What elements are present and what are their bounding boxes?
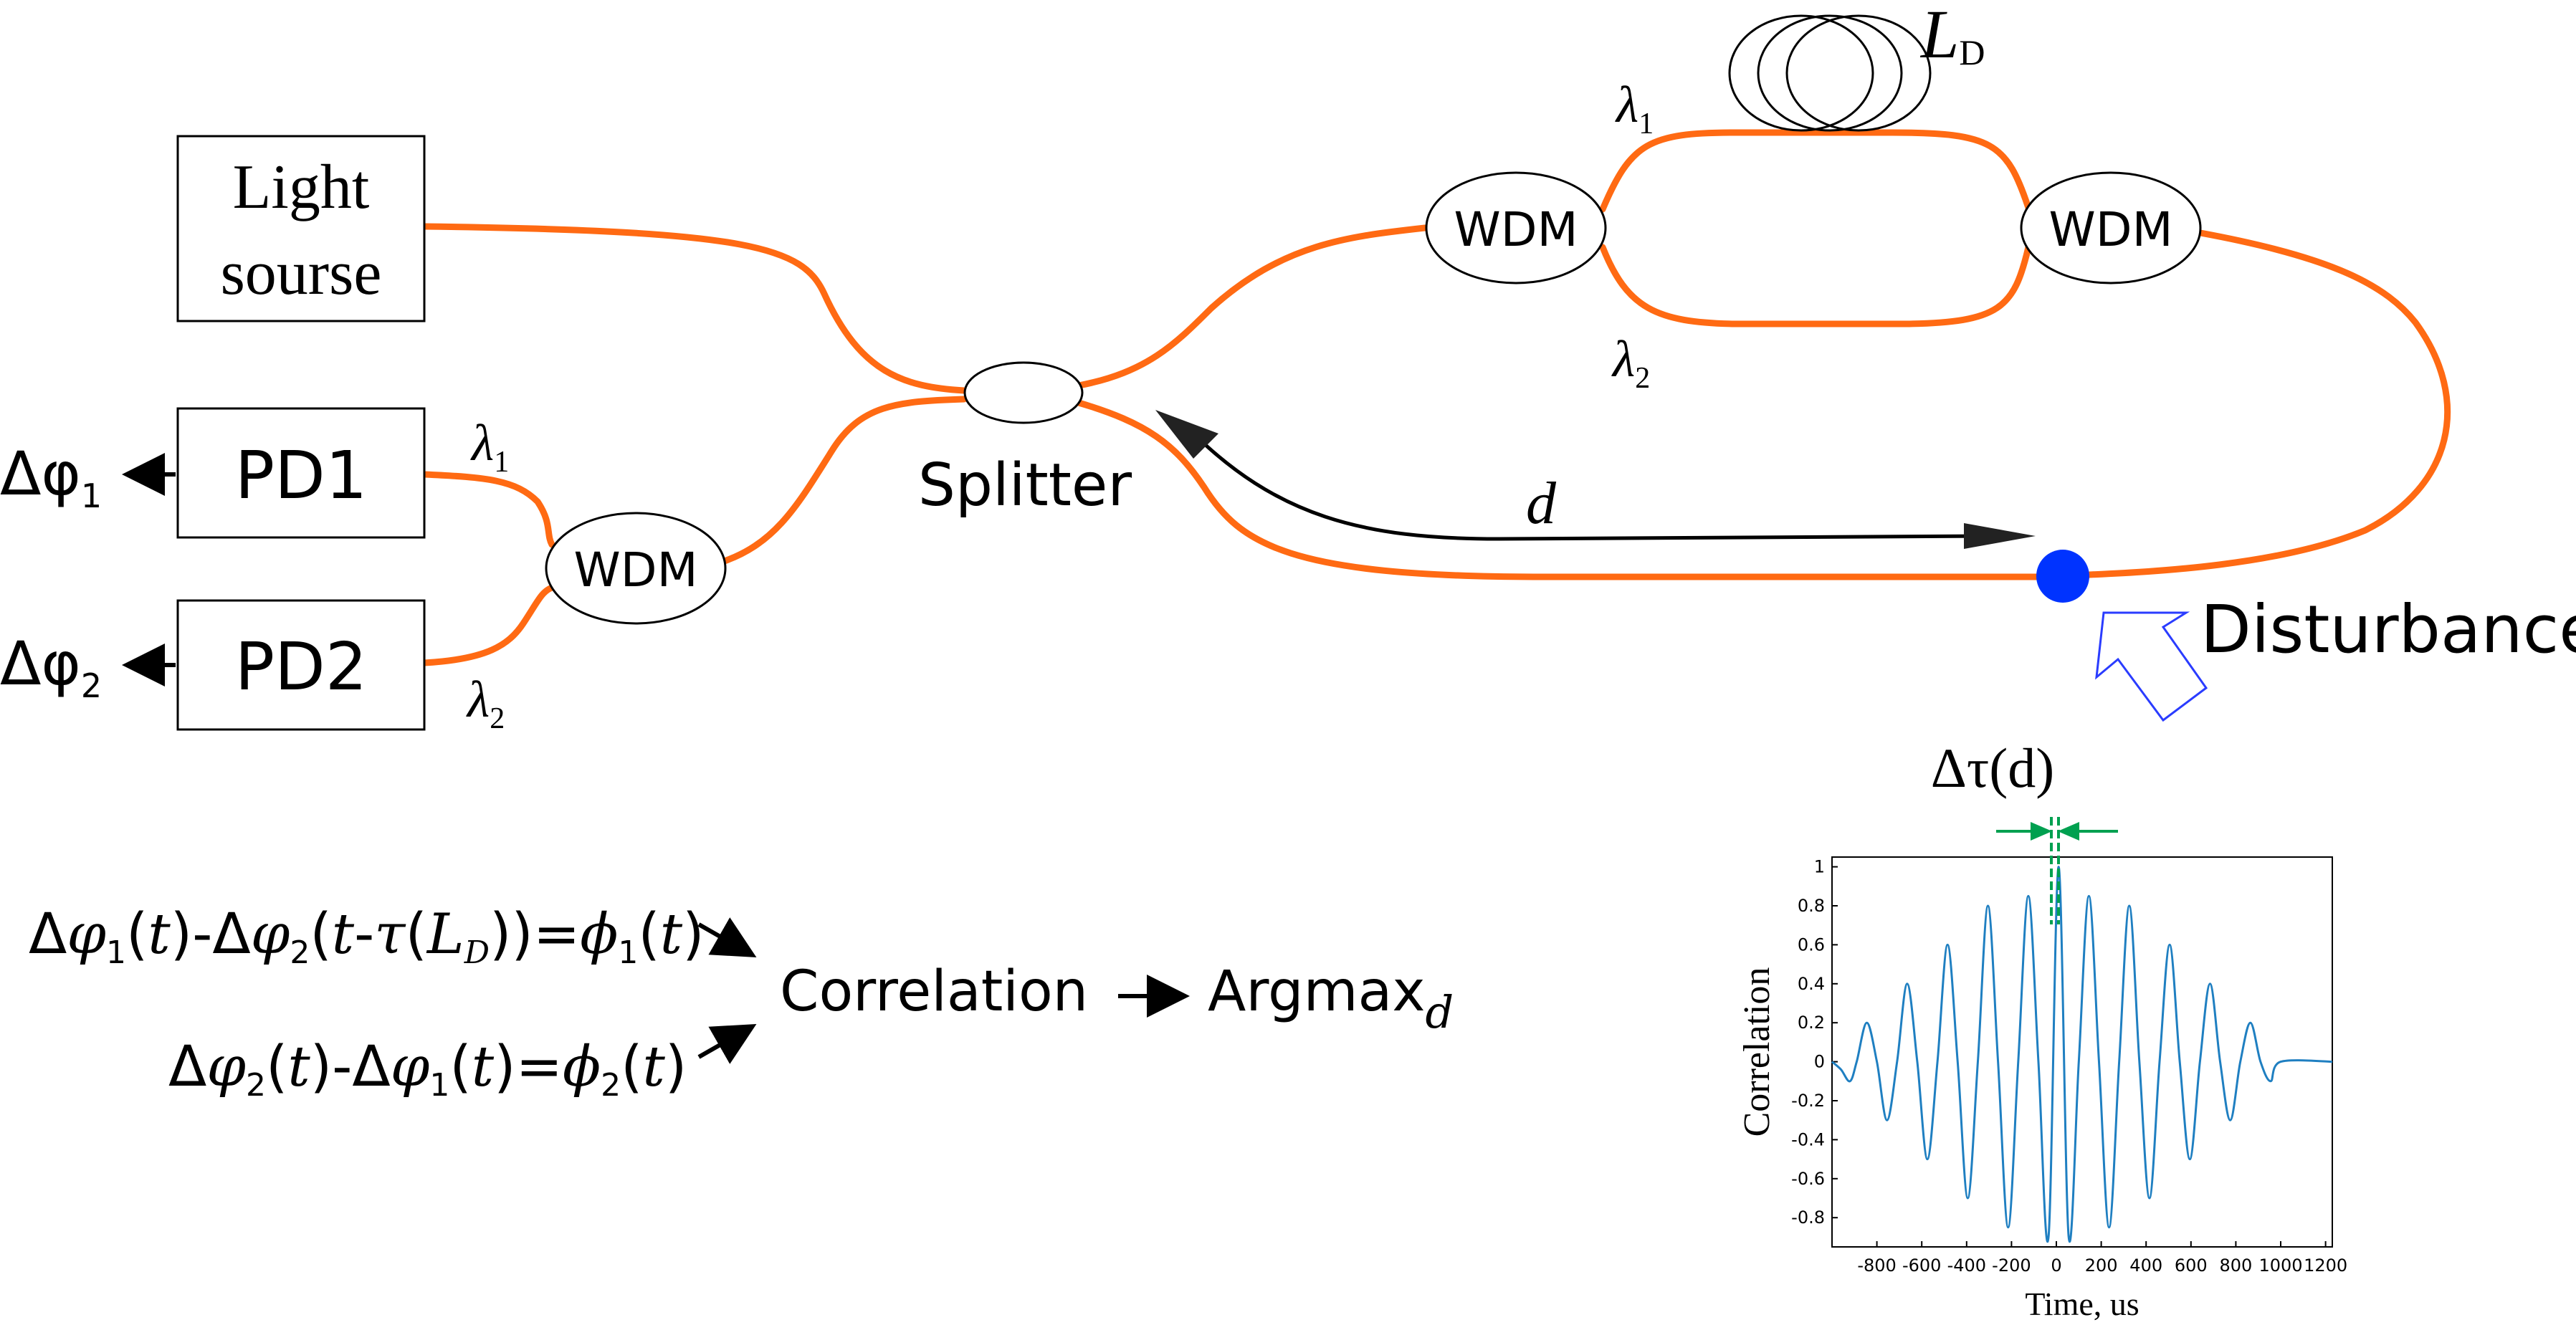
x-tick-label-10: 1200 <box>2304 1255 2347 1276</box>
wdm-left: WDM <box>545 512 727 625</box>
pd1-box: PD1 <box>176 407 426 539</box>
pd2-label: PD2 <box>235 628 368 705</box>
pd1-output-label: Δφ1 <box>0 439 102 515</box>
pd1-label: PD1 <box>235 437 368 514</box>
correlation-inset-chart: Δτ(d) 1 0.8 0.6 0.4 0.2 0 -0.2 -0.4 -0.6 -0.8 -80… <box>1737 737 2347 1322</box>
y-tick-label-8: -0.6 <box>1791 1169 1825 1189</box>
delta-tau-marker <box>1996 817 2118 924</box>
fiber-pd1-wdm <box>421 471 555 548</box>
x-tick-label-3: -200 <box>1992 1255 2031 1276</box>
branch-lambda1: λ1 <box>1615 76 1654 140</box>
pd2-lambda: λ2 <box>466 671 505 735</box>
fiber-branch-lambda2 <box>1599 244 2032 327</box>
light-source-label-line2: sourse <box>221 239 382 308</box>
x-tick-label-1: -600 <box>1902 1255 1941 1276</box>
y-tick-label-4: 0.2 <box>1798 1013 1825 1033</box>
fiber-right-loop <box>2086 229 2451 578</box>
wdm-top-right-label: WDM <box>2048 202 2172 257</box>
disturbance: Disturbance <box>2036 550 2576 722</box>
equations: Δφ1(t)-Δφ2(t-τ(LD))=ϕ1(t) Δφ2(t)-Δφ1(t)=… <box>29 902 1454 1104</box>
pd2-output-label: Δφ2 <box>0 628 102 705</box>
equation-2: Δφ2(t)-Δφ1(t)=ϕ2(t) <box>168 1035 687 1104</box>
eq2-arrow <box>697 1024 757 1064</box>
optical-fibers <box>421 129 2451 666</box>
argmax-label: Argmaxd <box>1208 960 1454 1038</box>
distance-arrow: d <box>1155 410 2036 549</box>
fiber-source-splitter <box>421 223 968 394</box>
y-tick-label-5: 0 <box>1814 1052 1825 1072</box>
delta-tau-label: Δτ(d) <box>1931 737 2054 799</box>
distance-arrow-back <box>1188 429 1499 541</box>
delay-coil-icon <box>1728 14 1932 132</box>
correlation-curve <box>1831 866 2333 1243</box>
y-tick-label-3: 0.4 <box>1798 974 1825 994</box>
pd1-lambda: λ1 <box>470 414 509 479</box>
fiber-splitter-disturbance <box>1075 399 2043 580</box>
wdm-top-left-label: WDM <box>1454 202 1578 257</box>
distance-arrowhead-right <box>1964 523 2036 549</box>
distance-arrowhead-left <box>1155 410 1218 459</box>
y-tick-label-0: 1 <box>1814 857 1825 877</box>
eq1-arrow <box>697 917 757 957</box>
fiber-pd2-wdm <box>421 584 555 666</box>
x-tick-label-0: -800 <box>1857 1255 1896 1276</box>
x-tick-label-8: 800 <box>2220 1255 2253 1276</box>
correlation-label: Correlation <box>780 960 1088 1024</box>
wavelength-labels: λ1 λ2 λ1 λ2 <box>466 76 1654 735</box>
splitter: Splitter <box>918 361 1132 520</box>
pd1-output: Δφ1 <box>0 439 176 515</box>
x-tick-label-2: -400 <box>1947 1255 1986 1276</box>
distance-label: d <box>1526 470 1557 537</box>
light-source-label-line1: Light <box>233 153 370 222</box>
equation-1: Δφ1(t)-Δφ2(t-τ(LD))=ϕ1(t) <box>29 902 705 971</box>
disturbance-point <box>2036 550 2089 603</box>
x-tick-label-6: 400 <box>2129 1255 2162 1276</box>
inset-ylabel: Correlation <box>1737 967 1778 1137</box>
y-tick-label-2: 0.6 <box>1798 934 1825 955</box>
fiber-splitter-wdm-left <box>717 396 968 566</box>
light-source-box: Light sourse <box>176 135 426 322</box>
x-tick-label-7: 600 <box>2175 1255 2208 1276</box>
x-tick-label-5: 200 <box>2085 1255 2118 1276</box>
x-tick-label-4: 0 <box>2051 1255 2061 1276</box>
wdm-top-right: WDM <box>2020 171 2202 284</box>
x-tick-label-9: 1000 <box>2258 1255 2302 1276</box>
y-tick-label-1: 0.8 <box>1798 896 1825 916</box>
y-tick-label-9: -0.8 <box>1791 1207 1825 1228</box>
disturbance-label: Disturbance <box>2200 591 2576 668</box>
distance-arrow-forward <box>1497 534 1986 541</box>
y-tick-label-6: -0.2 <box>1791 1091 1825 1111</box>
fiber-splitter-wdm-top <box>1075 224 1428 389</box>
delay-coil-label: LD <box>1919 0 1985 72</box>
pd2-output: Δφ2 <box>0 628 176 705</box>
fiber-branch-lambda1 <box>1599 129 2032 213</box>
y-tick-label-7: -0.4 <box>1791 1129 1825 1149</box>
branch-lambda2: λ2 <box>1611 330 1650 395</box>
inset-xlabel: Time, us <box>2025 1286 2139 1322</box>
pd2-box: PD2 <box>176 599 426 731</box>
splitter-label: Splitter <box>918 451 1132 520</box>
disturbance-arrow-icon <box>2095 611 2208 722</box>
wdm-top-left: WDM <box>1425 171 1607 284</box>
wdm-left-label: WDM <box>573 542 697 598</box>
inset-y-axis: 1 0.8 0.6 0.4 0.2 0 -0.2 -0.4 -0.6 -0.8 <box>1791 857 1838 1228</box>
